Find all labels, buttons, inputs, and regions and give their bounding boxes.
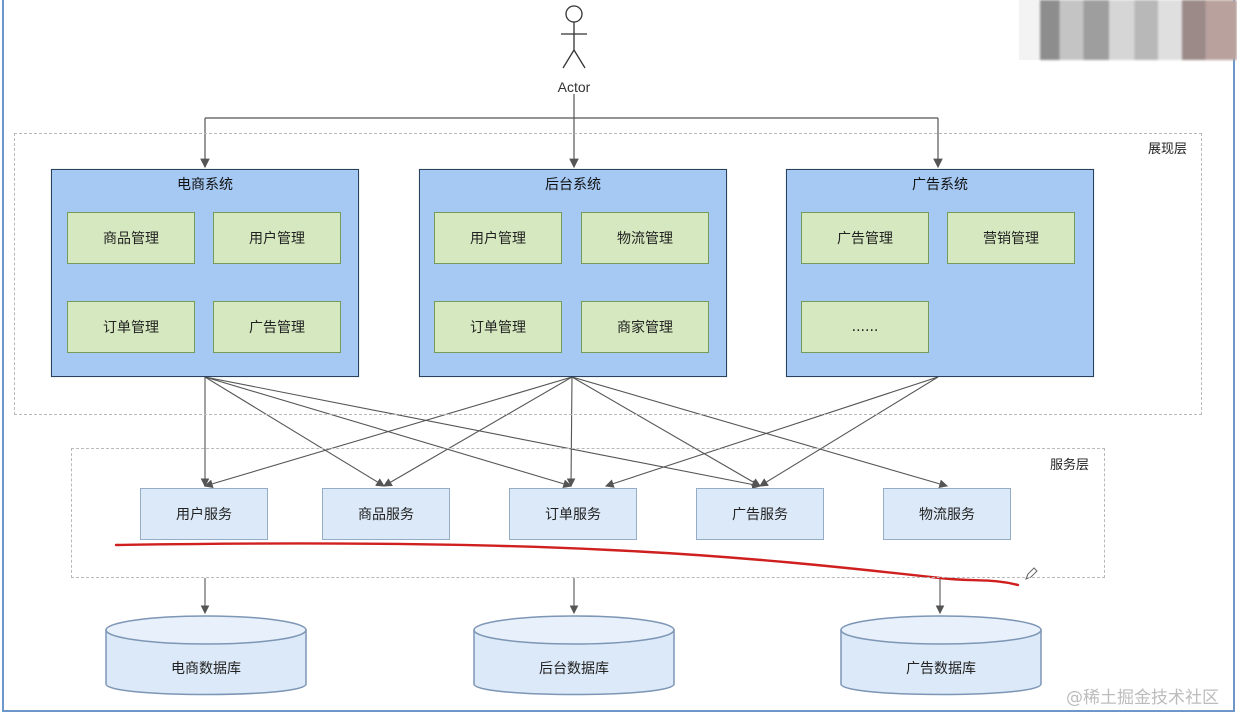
database-backend: 后台数据库 [472,614,676,700]
service-layer [71,448,1105,578]
module-ad-management: 广告管理 [801,212,929,264]
module-merchant-management: 商家管理 [581,301,709,353]
ad-system: 广告系统 广告管理 营销管理 ...... [786,169,1094,377]
service-order: 订单服务 [509,488,637,540]
module-product-management: 商品管理 [67,212,195,264]
database-label: 电商数据库 [171,661,241,677]
ecommerce-system: 电商系统 商品管理 用户管理 订单管理 广告管理 [51,169,359,377]
service-product: 商品服务 [322,488,450,540]
presentation-layer-label: 展现层 [1148,142,1188,157]
module-ad-management: 广告管理 [213,301,341,353]
module-more: ...... [801,301,929,353]
module-order-management: 订单管理 [434,301,562,353]
backend-system: 后台系统 用户管理 物流管理 订单管理 商家管理 [419,169,727,377]
module-marketing-management: 营销管理 [947,212,1075,264]
database-icon [840,615,1042,696]
database-label: 后台数据库 [539,661,609,677]
actor-icon [561,5,587,69]
module-logistics-management: 物流管理 [581,212,709,264]
service-logistics: 物流服务 [883,488,1011,540]
blurred-area-edge [1019,0,1040,60]
database-label: 广告数据库 [906,661,976,677]
ecommerce-system-title: 电商系统 [177,177,233,193]
database-icon [473,615,675,696]
module-user-management: 用户管理 [213,212,341,264]
actor: Actor [553,4,595,95]
watermark: @稀土掘金技术社区 [1066,688,1219,708]
backend-system-title: 后台系统 [545,177,601,193]
service-ad: 广告服务 [696,488,824,540]
database-ecommerce: 电商数据库 [104,614,308,700]
module-order-management: 订单管理 [67,301,195,353]
ad-system-title: 广告系统 [912,177,968,193]
blurred-overlay [1040,0,1237,60]
database-ads: 广告数据库 [839,614,1043,700]
service-user: 用户服务 [140,488,268,540]
actor-label: Actor [557,79,591,95]
presentation-layer [14,133,1202,415]
service-layer-label: 服务层 [1050,458,1090,473]
database-icon [105,615,307,696]
module-user-management: 用户管理 [434,212,562,264]
